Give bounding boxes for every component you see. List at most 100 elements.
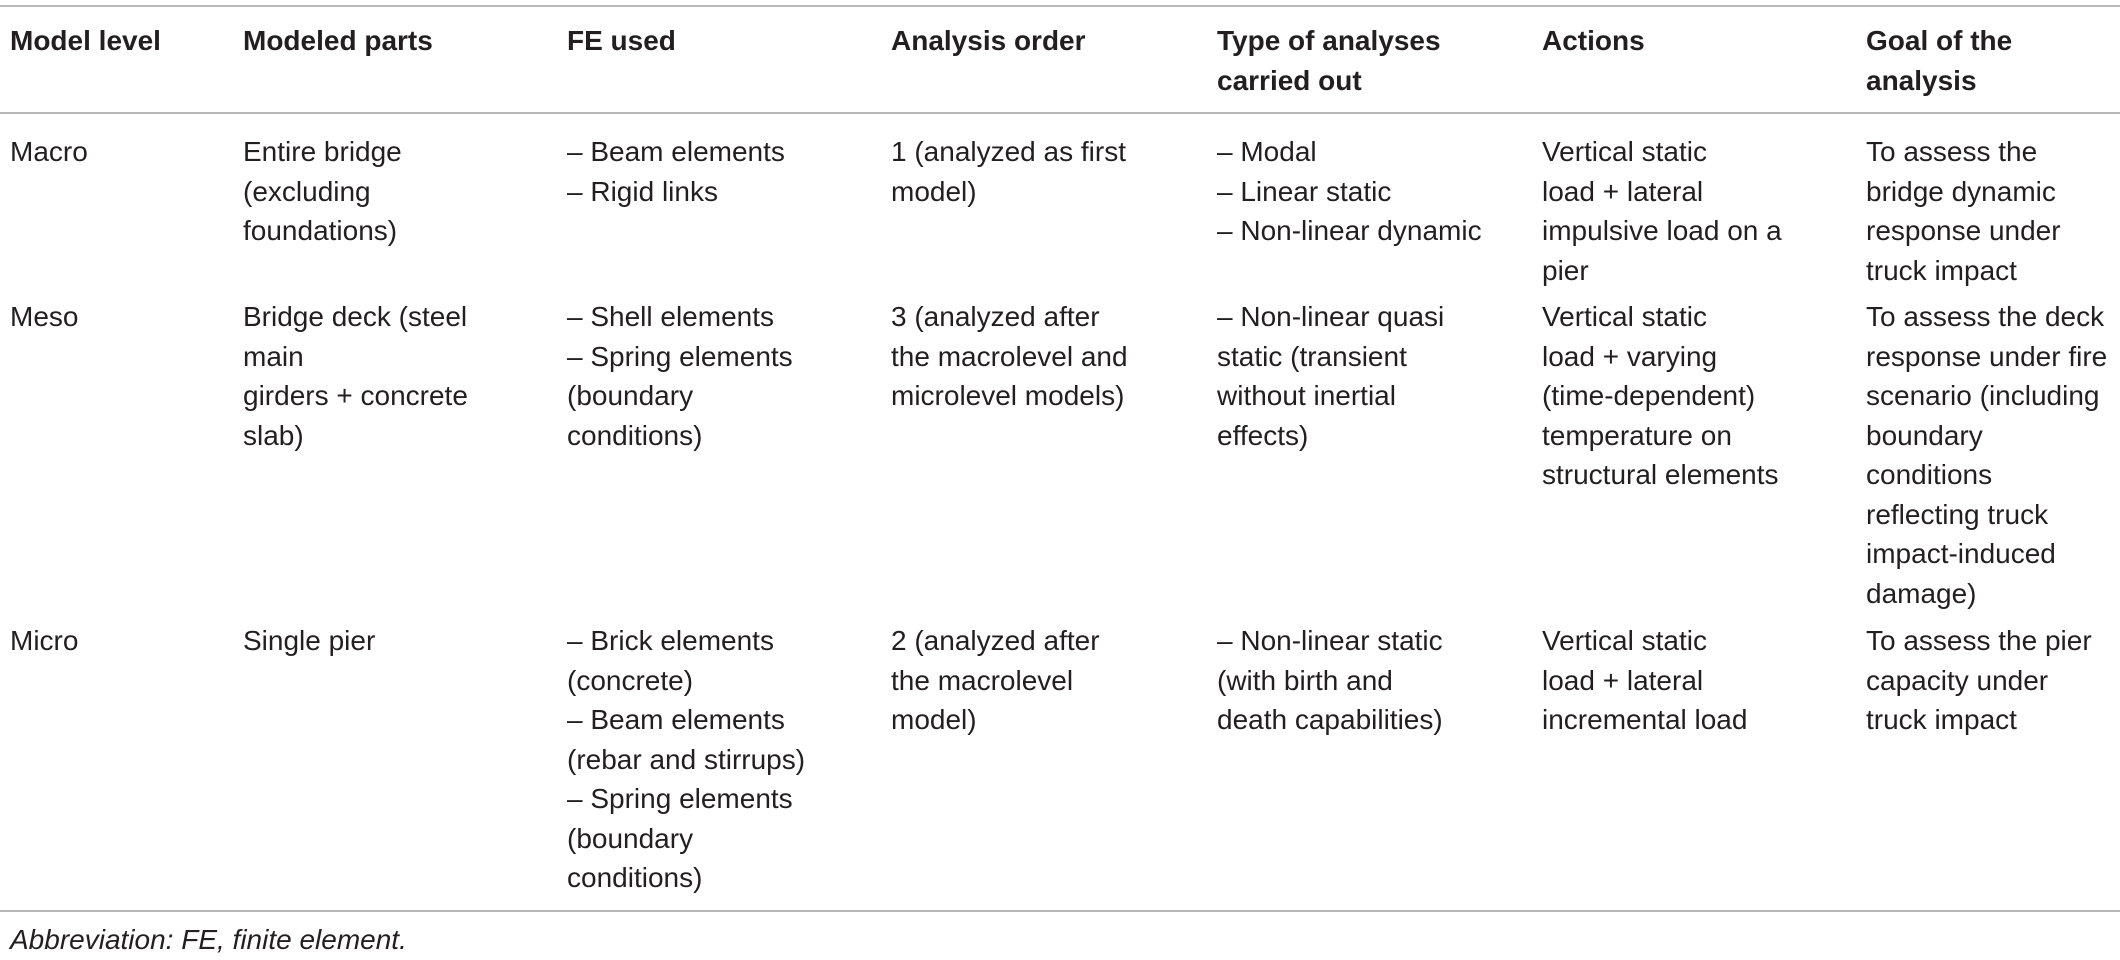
cell-line: 1 (analyzed as first <box>891 136 1126 167</box>
cell-line: (boundary <box>567 822 694 854</box>
cell-line: girders + concrete <box>243 380 468 411</box>
cell-line: (excluding <box>243 175 371 207</box>
cell-line: – Rigid links <box>567 175 718 207</box>
cell-line: main <box>243 340 304 372</box>
cell-line: (time-dependent) <box>1542 380 1756 411</box>
table-top-rule <box>0 5 2120 7</box>
cell-line: To assess the deck <box>1866 301 2105 332</box>
cell-line: Bridge deck (steel <box>243 301 468 332</box>
cell-line: slab) <box>243 419 304 451</box>
header-line: Modeled parts <box>243 25 433 56</box>
cell-line: (boundary <box>567 380 694 411</box>
header-line: FE used <box>567 25 676 56</box>
cell-modeled-parts: Bridge deck (steel main girders + concrete… <box>243 297 468 455</box>
cell-line: Meso <box>10 301 79 332</box>
cell-line: load + lateral <box>1542 664 1704 696</box>
cell-line: Entire bridge <box>243 136 402 167</box>
cell-goal: To assess the deck response under fire sce… <box>1866 297 2107 613</box>
header-line: analysis <box>1866 64 1977 96</box>
cell-line: Vertical static <box>1542 625 1707 656</box>
header-model-level: Model level <box>10 21 161 61</box>
cell-line: without inertial <box>1217 380 1396 411</box>
cell-line: conditions) <box>567 862 703 893</box>
cell-fe-used: – Shell elements – Spring elements (bounda… <box>567 297 793 455</box>
cell-line: death capabilities) <box>1217 704 1443 735</box>
header-line: Model level <box>10 25 161 56</box>
cell-line: Vertical static <box>1542 136 1707 167</box>
table-header-rule <box>0 112 2120 114</box>
cell-line: conditions <box>1866 459 1993 490</box>
cell-line: truck impact <box>1866 704 2017 735</box>
header-goal: Goal of the analysis <box>1866 21 2012 100</box>
header-modeled-parts: Modeled parts <box>243 21 433 61</box>
cell-line: pier <box>1542 254 1589 286</box>
cell-line: impulsive load on a <box>1542 215 1782 246</box>
cell-line: To assess the <box>1866 136 2038 167</box>
cell-line: model) <box>891 704 977 735</box>
cell-line: (rebar and stirrups) <box>567 743 806 775</box>
cell-line: – Linear static <box>1217 175 1392 207</box>
table-footnote: Abbreviation: FE, finite element. <box>10 924 407 955</box>
cell-line: truck impact <box>1866 254 2017 286</box>
cell-goal: To assess the bridge dynamic response unde… <box>1866 132 2061 290</box>
cell-line: static (transient <box>1217 340 1407 372</box>
cell-line: 3 (analyzed after <box>891 301 1100 332</box>
header-line: Actions <box>1542 25 1645 56</box>
cell-line: Vertical static <box>1542 301 1707 332</box>
cell-line: the macrolevel <box>891 664 1074 696</box>
cell-line: capacity under <box>1866 664 2049 696</box>
cell-line: response under <box>1866 215 2061 246</box>
cell-fe-used: – Brick elements(concrete)– Beam element… <box>567 621 805 898</box>
header-line: Goal of the <box>1866 25 2013 56</box>
cell-actions: Vertical static load + lateral impulsive l… <box>1542 132 1782 290</box>
header-fe-used: FE used <box>567 21 676 61</box>
cell-line: – Beam elements <box>567 136 785 167</box>
cell-analysis-order: 2 (analyzed after the macrolevel model) <box>891 621 1100 740</box>
cell-line: load + lateral <box>1542 175 1704 207</box>
header-actions: Actions <box>1542 21 1645 61</box>
table-bottom-rule <box>0 910 2120 912</box>
cell-model-level: Micro <box>10 621 78 661</box>
cell-line: Single pier <box>243 625 376 656</box>
cell-line: effects) <box>1217 419 1309 451</box>
cell-line: – Shell elements <box>567 301 775 332</box>
cell-line: conditions) <box>567 419 703 451</box>
header-line: carried out <box>1217 64 1362 96</box>
cell-analysis-order: 3 (analyzed after the macrolevel and micro… <box>891 297 1128 416</box>
cell-line: (with birth and <box>1217 664 1393 696</box>
cell-line: – Brick elements <box>567 625 774 656</box>
cell-goal: To assess the pier capacity under truck im… <box>1866 621 2092 740</box>
cell-type-of-analyses: – Modal – Linear static – Non-linear dynam… <box>1217 132 1482 251</box>
cell-line: – Non-linear quasi <box>1217 301 1445 332</box>
cell-line: structural elements <box>1542 459 1779 490</box>
cell-line: response under fire <box>1866 340 2108 372</box>
cell-line: – Non-linear static <box>1217 625 1443 656</box>
cell-line: temperature on <box>1542 419 1732 451</box>
cell-line: microlevel models) <box>891 380 1125 411</box>
cell-line: load + varying <box>1542 340 1718 372</box>
cell-modeled-parts: Single pier <box>243 621 375 661</box>
cell-line: Macro <box>10 136 88 167</box>
cell-line: Micro <box>10 625 79 656</box>
cell-line: impact-induced <box>1866 538 2056 569</box>
cell-line: – Non-linear dynamic <box>1217 215 1482 246</box>
cell-line: scenario (including <box>1866 380 2100 411</box>
cell-model-level: Macro <box>10 132 88 172</box>
cell-line: – Beam elements <box>567 704 785 735</box>
cell-line: – Modal <box>1217 136 1317 167</box>
cell-line: 2 (analyzed after <box>891 625 1100 656</box>
cell-line: – Spring elements <box>567 783 793 814</box>
cell-line: bridge dynamic <box>1866 175 2056 207</box>
cell-line: To assess the pier <box>1866 625 2092 656</box>
cell-line: reflecting truck <box>1866 498 2049 530</box>
cell-type-of-analyses: – Non-linear quasi static (transient witho… <box>1217 297 1444 455</box>
cell-line: – Spring elements <box>567 340 793 372</box>
cell-modeled-parts: Entire bridge (excluding foundations) <box>243 132 402 251</box>
cell-model-level: Meso <box>10 297 78 337</box>
cell-line: the macrolevel and <box>891 340 1128 372</box>
cell-line: model) <box>891 175 977 207</box>
header-analysis-order: Analysis order <box>891 21 1086 61</box>
cell-line: foundations) <box>243 215 398 246</box>
